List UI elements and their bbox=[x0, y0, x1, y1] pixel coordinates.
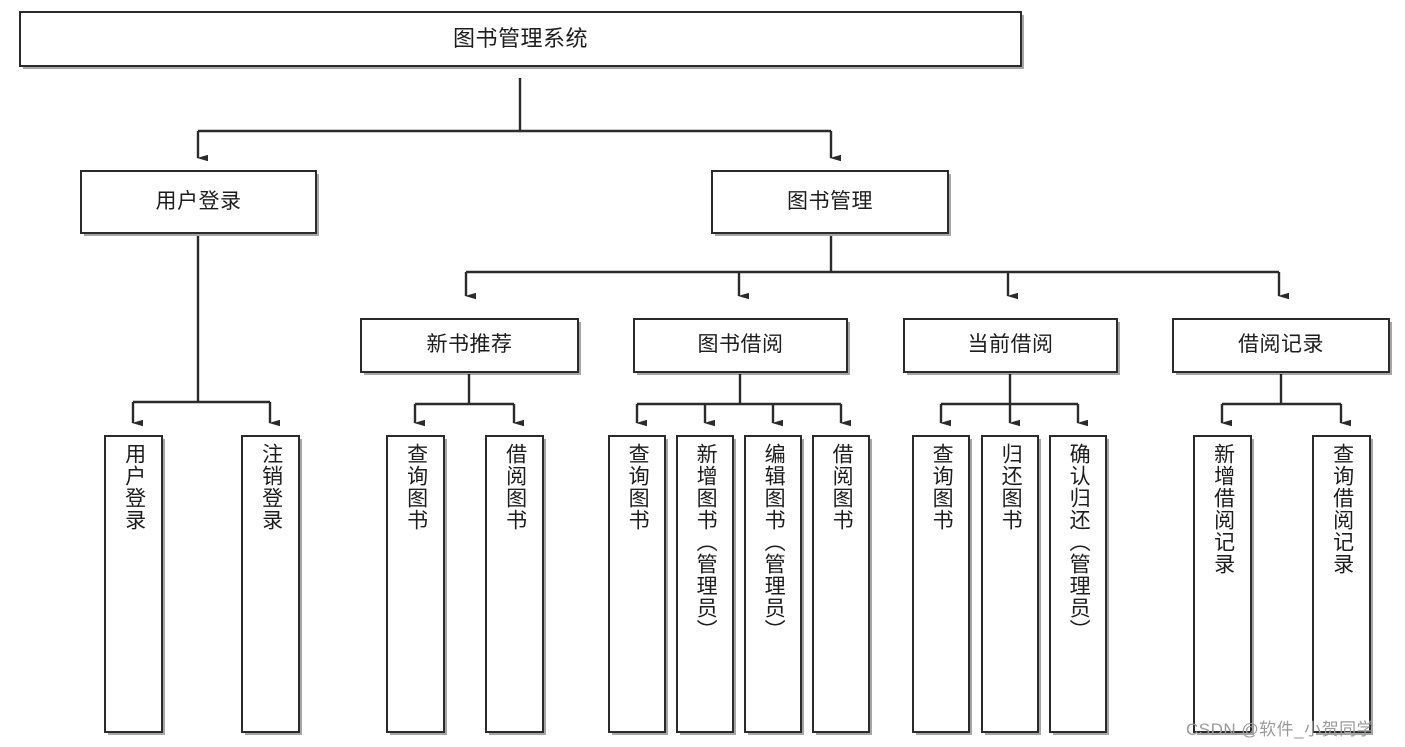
node-label: 新增借阅记录 bbox=[1211, 443, 1235, 575]
node-label: 查询图书 bbox=[404, 443, 428, 531]
node-label: 借阅图书 bbox=[830, 443, 854, 531]
leaf-borrow-book[interactable]: 借阅图书 bbox=[812, 435, 870, 733]
node-label: 新增图书（管理员） bbox=[694, 443, 718, 641]
node-label: 查询借阅记录 bbox=[1330, 443, 1354, 575]
node-label: 用户登录 bbox=[155, 189, 242, 213]
node-book-borrow[interactable]: 图书借阅 bbox=[633, 318, 848, 373]
node-label: 注销登录 bbox=[259, 443, 283, 531]
node-label: 借阅图书 bbox=[503, 443, 527, 531]
leaf-query-book-current[interactable]: 查询图书 bbox=[912, 435, 970, 733]
leaf-logout[interactable]: 注销登录 bbox=[241, 435, 300, 733]
csdn-watermark: CSDN @软件_小贺同学 bbox=[1186, 720, 1375, 739]
node-user-login[interactable]: 用户登录 bbox=[80, 170, 317, 234]
node-label: 当前借阅 bbox=[967, 333, 1054, 357]
leaf-borrow-book-recommend[interactable]: 借阅图书 bbox=[485, 435, 544, 733]
leaf-query-borrow-record[interactable]: 查询借阅记录 bbox=[1312, 435, 1371, 733]
leaf-query-book-recommend[interactable]: 查询图书 bbox=[386, 435, 445, 733]
node-label: 查询图书 bbox=[626, 443, 650, 531]
node-borrow-record[interactable]: 借阅记录 bbox=[1172, 318, 1390, 373]
leaf-query-book-borrow[interactable]: 查询图书 bbox=[608, 435, 666, 733]
node-new-book-recommend[interactable]: 新书推荐 bbox=[360, 318, 579, 373]
leaf-add-borrow-record[interactable]: 新增借阅记录 bbox=[1193, 435, 1252, 733]
leaf-confirm-return-admin[interactable]: 确认归还（管理员） bbox=[1049, 435, 1107, 733]
node-root-book-management-system[interactable]: 图书管理系统 bbox=[19, 11, 1022, 67]
node-current-borrow[interactable]: 当前借阅 bbox=[903, 318, 1118, 373]
leaf-edit-book-admin[interactable]: 编辑图书（管理员） bbox=[744, 435, 802, 733]
node-label: 图书借阅 bbox=[697, 333, 784, 357]
leaf-return-book[interactable]: 归还图书 bbox=[981, 435, 1039, 733]
node-label: 编辑图书（管理员） bbox=[762, 443, 786, 641]
node-label: 图书管理 bbox=[787, 189, 873, 213]
node-label: 确认归还（管理员） bbox=[1067, 443, 1091, 641]
leaf-add-book-admin[interactable]: 新增图书（管理员） bbox=[676, 435, 734, 733]
node-label: 查询图书 bbox=[930, 443, 954, 531]
leaf-user-login[interactable]: 用户登录 bbox=[104, 435, 163, 733]
node-label: 图书管理系统 bbox=[452, 26, 588, 52]
node-label: 用户登录 bbox=[122, 443, 146, 531]
node-label: 归还图书 bbox=[999, 443, 1023, 531]
node-book-management[interactable]: 图书管理 bbox=[711, 170, 949, 234]
node-label: 借阅记录 bbox=[1238, 333, 1324, 357]
node-label: 新书推荐 bbox=[426, 333, 513, 357]
